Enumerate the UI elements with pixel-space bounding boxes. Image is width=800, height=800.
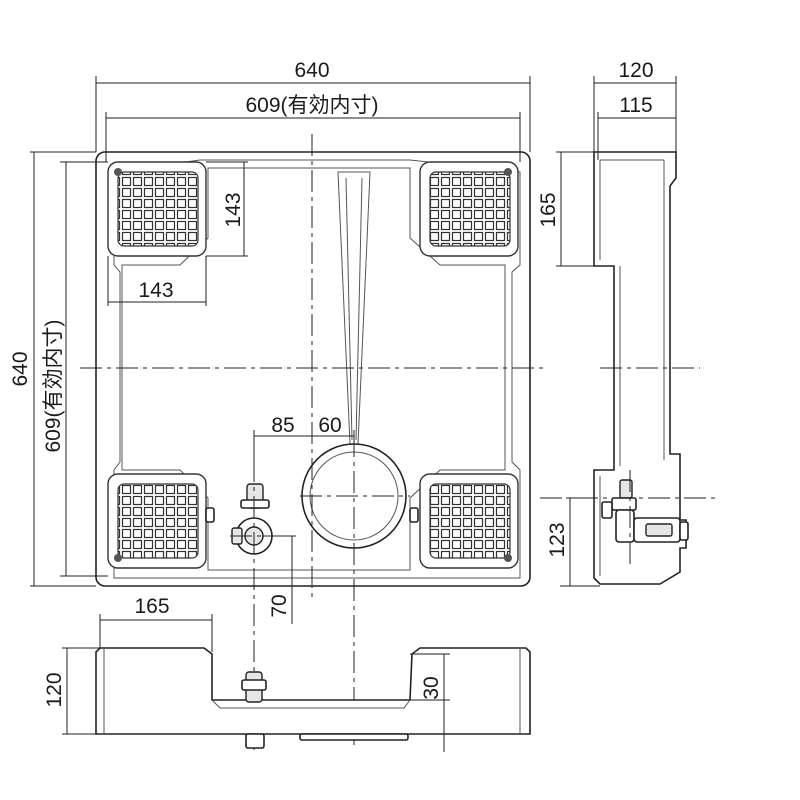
corner-grid-bottom-right <box>419 473 519 569</box>
dim-corner-block-width: 143 <box>138 279 173 302</box>
dim-tap-offset: 70 <box>268 594 291 617</box>
dim-front-height: 120 <box>43 672 66 707</box>
front-profile <box>95 647 531 735</box>
front-tap-fitting <box>241 671 267 749</box>
corner-hole-icon <box>114 554 122 562</box>
corner-hole-icon <box>504 168 512 176</box>
dim-side-inner: 115 <box>619 94 652 117</box>
dim-side-corner-height: 165 <box>537 192 560 227</box>
dim-side-tap-height: 123 <box>546 522 569 557</box>
dim-drain-offset-a: 85 <box>271 414 294 437</box>
side-view-dimensions: 120 115 165 123 <box>537 59 677 587</box>
dim-outer-height: 640 <box>9 351 32 386</box>
front-view-dimensions: 165 120 30 <box>43 595 450 752</box>
corner-hole-icon <box>504 554 512 562</box>
dim-front-depth: 30 <box>420 676 443 699</box>
corner-hole-icon <box>114 168 122 176</box>
corner-grid-top-right <box>419 161 519 257</box>
front-view <box>95 647 531 749</box>
dim-inner-height: 609(有効内寸) <box>42 319 65 452</box>
dim-front-corner-width: 165 <box>134 595 169 618</box>
corner-grid-bottom-left <box>107 473 207 569</box>
side-view <box>540 151 715 585</box>
top-view <box>80 134 545 750</box>
dim-inner-width: 609(有効内寸) <box>245 94 378 117</box>
dim-outer-width: 640 <box>294 59 329 82</box>
top-view-dimensions: 640 609(有効内寸) 640 609(有効内寸) 143 143 85 6… <box>9 59 531 624</box>
dim-drain-offset-b: 60 <box>318 414 341 437</box>
dim-side-outer: 120 <box>618 59 653 82</box>
corner-grid-top-left <box>107 161 207 257</box>
dim-corner-block-height: 143 <box>222 192 245 227</box>
